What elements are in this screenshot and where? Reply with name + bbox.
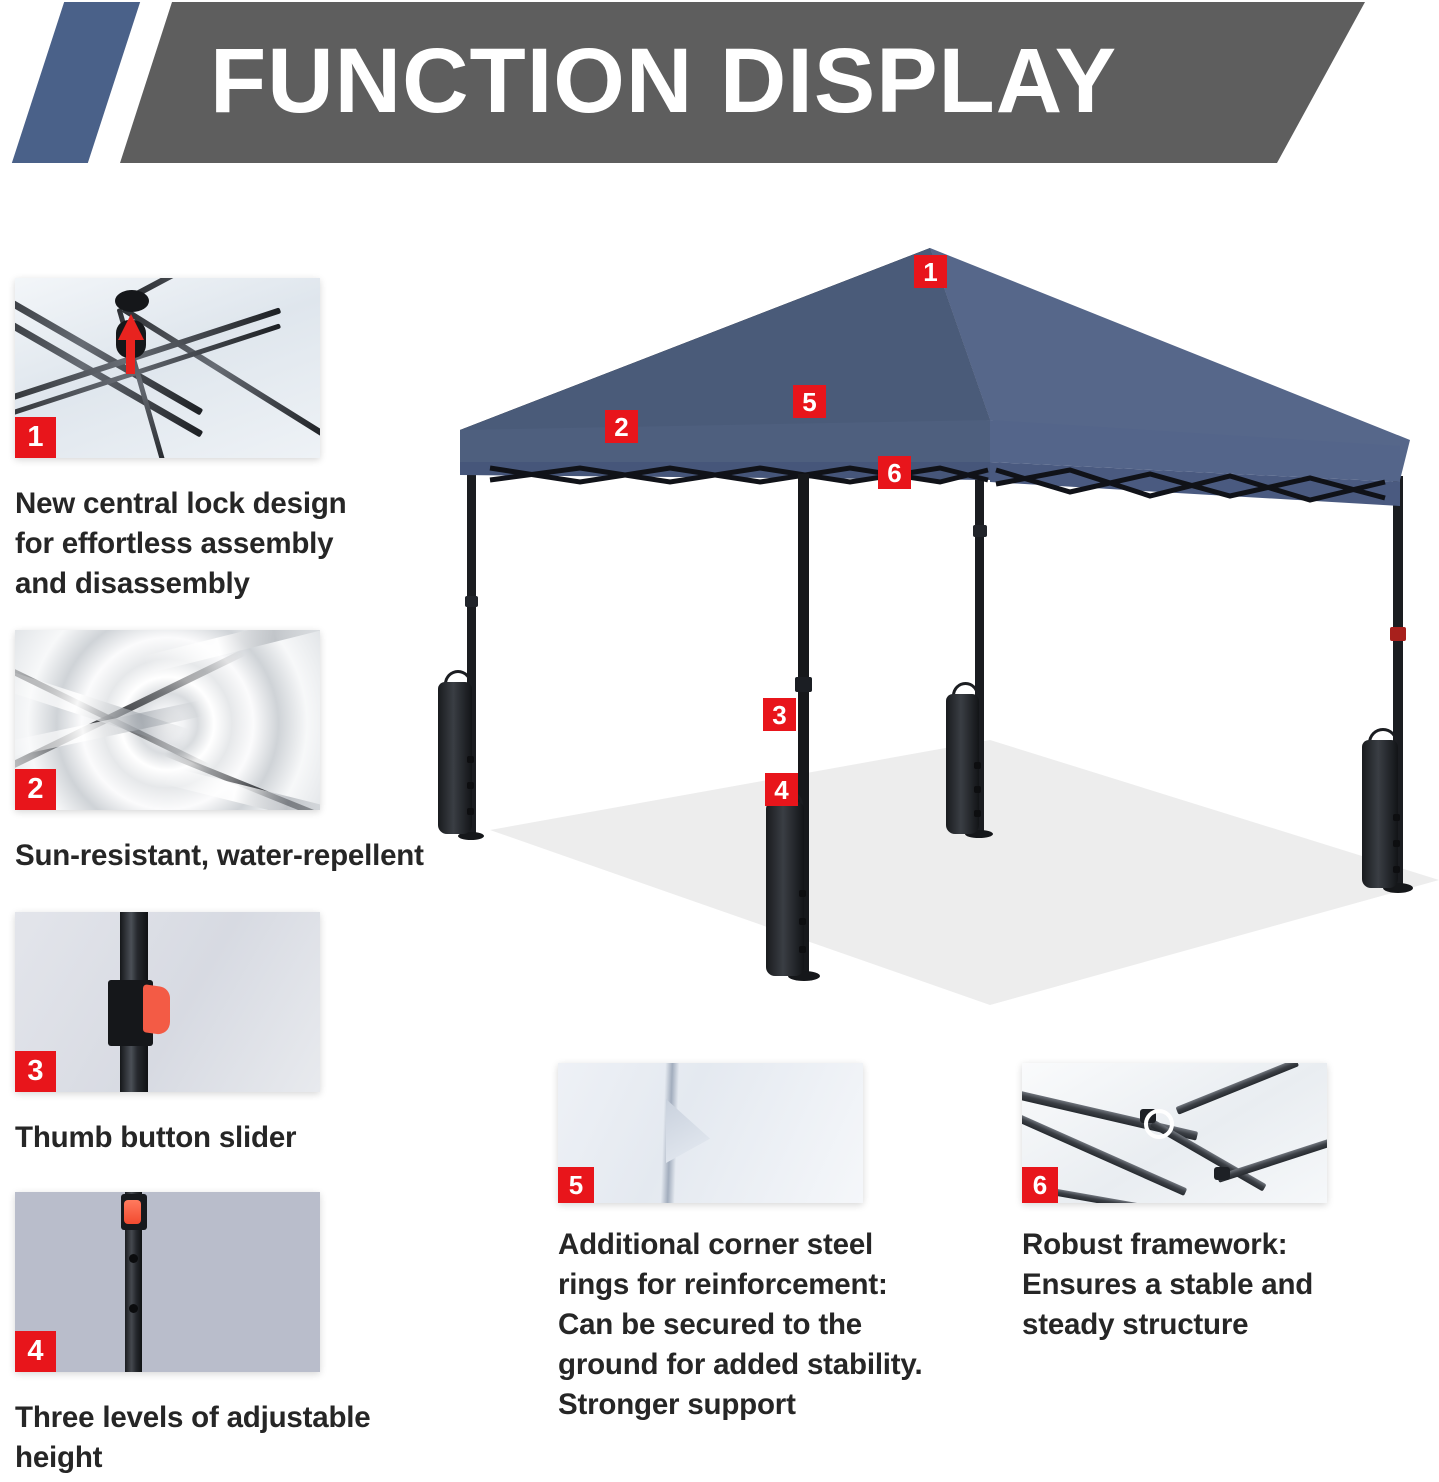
feature-caption-6: Robust framework: Ensures a stable and s… bbox=[1022, 1228, 1314, 1342]
weight-bag-rear-right bbox=[946, 682, 981, 834]
feature-card-4: 4 Three levels of adjustable height bbox=[15, 1192, 371, 1478]
slider-button-front-center bbox=[795, 677, 812, 692]
scene-callout-6: 6 bbox=[878, 456, 911, 489]
feature-card-2: 2 Sun-resistant, water-repellent bbox=[15, 630, 424, 876]
scene-callout-5: 5 bbox=[793, 385, 826, 418]
weight-bag-body bbox=[946, 694, 979, 834]
feature-caption-3: Thumb button slider bbox=[15, 1121, 297, 1154]
leg-rear-right bbox=[975, 452, 984, 832]
feature-caption-2: Sun-resistant, water-repellent bbox=[15, 839, 424, 872]
weight-bag-front-right bbox=[1362, 728, 1400, 888]
roof-fascia-left bbox=[460, 420, 990, 462]
ground-plane bbox=[490, 740, 1439, 1005]
slider-button-rear-right bbox=[973, 525, 987, 537]
canopy-underside-central-lock-photo: 1 bbox=[15, 278, 320, 458]
banner-plate bbox=[120, 2, 1365, 163]
feature-caption-5: Additional corner steel rings for reinfo… bbox=[558, 1228, 923, 1422]
feature-card-6: 6 Robust framework: Ensures a stable and… bbox=[1022, 1063, 1342, 1345]
feature-caption-1: New central lock design for effortless a… bbox=[15, 487, 347, 601]
leg-rear-left bbox=[467, 464, 476, 834]
scene-callout-3: 3 bbox=[763, 698, 796, 731]
scene-callout-1: 1 bbox=[914, 255, 947, 288]
corner-steel-ring-photo: 5 bbox=[558, 1063, 863, 1203]
feature-badge-2: 2 bbox=[15, 769, 56, 810]
feature-caption-4: Three levels of adjustable height bbox=[15, 1401, 371, 1475]
leg-front-center bbox=[798, 474, 809, 974]
weight-bag-body bbox=[1362, 740, 1398, 888]
silver-fabric-swirl-photo: 2 bbox=[15, 630, 320, 810]
roof-fascia-right bbox=[990, 420, 1400, 482]
page-title: FUNCTION DISPLAY bbox=[210, 30, 1118, 132]
canopy-vector bbox=[458, 248, 1439, 1005]
weight-bag-body bbox=[438, 682, 472, 834]
banner-slash-accent bbox=[11, 2, 141, 163]
feature-card-3: 3 Thumb button slider bbox=[15, 912, 335, 1158]
feature-badge-5: 5 bbox=[558, 1167, 594, 1203]
slider-button-front-right bbox=[1390, 627, 1406, 641]
feature-card-1: 1 New central lock design for effortless… bbox=[15, 278, 347, 604]
roof-panel-right bbox=[930, 248, 1410, 480]
header-banner: FUNCTION DISPLAY bbox=[0, 0, 1439, 175]
feature-card-5: 5 Additional corner steel rings for rein… bbox=[558, 1063, 923, 1426]
feature-badge-3: 3 bbox=[15, 1051, 56, 1092]
framework-truss-photo: 6 bbox=[1022, 1063, 1327, 1203]
truss-zigzag-right bbox=[995, 467, 1386, 503]
weight-bag-rear-left bbox=[438, 670, 474, 834]
pole-thumb-button-photo: 3 bbox=[15, 912, 320, 1092]
leg-front-right bbox=[1393, 476, 1403, 886]
scene-callout-4: 4 bbox=[765, 773, 798, 806]
feature-badge-1: 1 bbox=[15, 417, 56, 458]
foot-rear-left bbox=[458, 832, 484, 840]
pop-up-canopy-tent-illustration: 1 2 3 4 5 6 bbox=[430, 230, 1439, 1030]
truss-zigzag-left bbox=[489, 465, 989, 485]
feature-badge-6: 6 bbox=[1022, 1167, 1058, 1203]
weight-bag-front-center bbox=[766, 790, 806, 976]
feature-badge-4: 4 bbox=[15, 1331, 56, 1372]
slider-button-rear-left bbox=[465, 596, 478, 607]
weight-bag-body bbox=[766, 802, 804, 976]
pole-adjustment-holes-photo: 4 bbox=[15, 1192, 320, 1372]
scene-callout-2: 2 bbox=[605, 410, 638, 443]
